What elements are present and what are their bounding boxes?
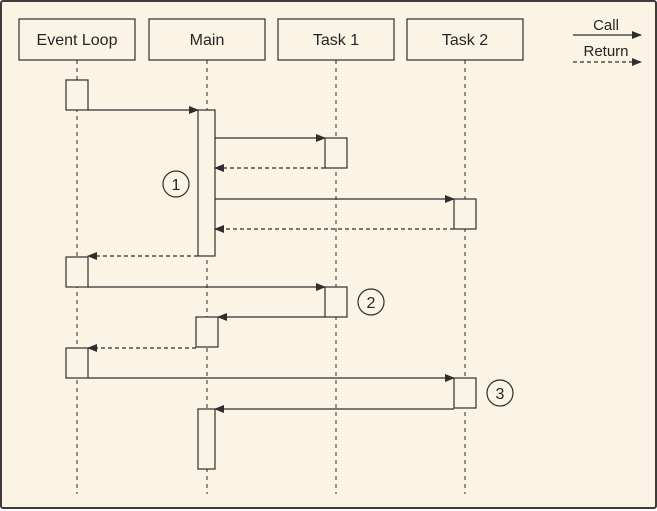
- activation-event-loop-3: [65, 347, 89, 379]
- legend-call-label: Call: [593, 17, 619, 34]
- activation-task1-1: [324, 137, 348, 169]
- activation-main-3: [197, 408, 216, 470]
- activation-event-loop-1: [65, 79, 89, 111]
- legend: Call Return: [573, 17, 642, 66]
- participant-main: Main: [148, 18, 266, 61]
- participant-label-task2: Task 2: [442, 32, 488, 49]
- activation-main-1: [197, 109, 216, 257]
- activation-task2-2: [453, 377, 477, 409]
- marker-2-label: 2: [367, 295, 376, 312]
- marker-2: 2: [357, 288, 385, 316]
- participant-task2: Task 2: [406, 18, 524, 61]
- marker-3-label: 3: [496, 386, 505, 403]
- marker-3: 3: [486, 379, 514, 407]
- participant-task1: Task 1: [277, 18, 395, 61]
- participant-event-loop: Event Loop: [18, 18, 136, 61]
- activation-event-loop-2: [65, 256, 89, 288]
- activation-task1-2: [324, 286, 348, 318]
- participant-label-main: Main: [190, 32, 225, 49]
- legend-return-label: Return: [583, 43, 628, 60]
- activation-main-2: [195, 316, 219, 348]
- marker-1-label: 1: [172, 177, 181, 194]
- marker-1: 1: [162, 170, 190, 198]
- participant-label-event-loop: Event Loop: [37, 32, 118, 49]
- activation-task2-1: [453, 198, 477, 230]
- participant-label-task1: Task 1: [313, 32, 359, 49]
